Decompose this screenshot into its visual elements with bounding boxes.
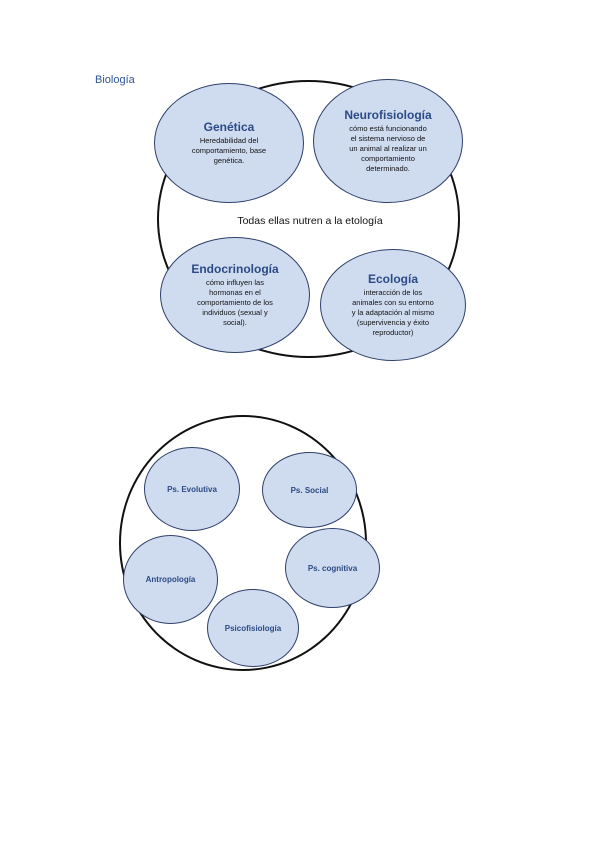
ps-cognitiva-bubble: Ps. cognitiva	[285, 528, 380, 608]
neurofisiologia-title: Neurofisiología	[344, 108, 432, 122]
ps-social-bubble: Ps. Social	[262, 452, 357, 528]
etologia-caption: Todas ellas nutren a la etología	[237, 215, 383, 227]
endocrinologia-title: Endocrinología	[191, 262, 279, 276]
endocrinologia-bubble: Endocrinología cómo influyen las hormona…	[160, 237, 310, 353]
ps-evolutiva-bubble: Ps. Evolutiva	[144, 447, 240, 531]
neurofisiologia-desc: cómo está funcionando el sistema nervios…	[349, 124, 427, 173]
endocrinologia-desc: cómo influyen las hormonas en el comport…	[197, 278, 273, 327]
antropologia-bubble: Antropología	[123, 535, 218, 624]
ecologia-bubble: Ecología interacción de los animales con…	[320, 249, 466, 361]
genetica-desc: Heredabilidad del comportamiento, base g…	[191, 136, 267, 165]
psicofisiologia-bubble: Psicofisiología	[207, 589, 299, 667]
ecologia-desc: interacción de los animales con su entor…	[351, 288, 435, 337]
ecologia-title: Ecología	[367, 272, 418, 286]
genetica-bubble: Genética Heredabilidad del comportamient…	[154, 83, 304, 203]
genetica-title: Genética	[203, 120, 255, 134]
neurofisiologia-bubble: Neurofisiología cómo está funcionando el…	[313, 79, 463, 203]
page-heading: Biología	[95, 74, 135, 86]
